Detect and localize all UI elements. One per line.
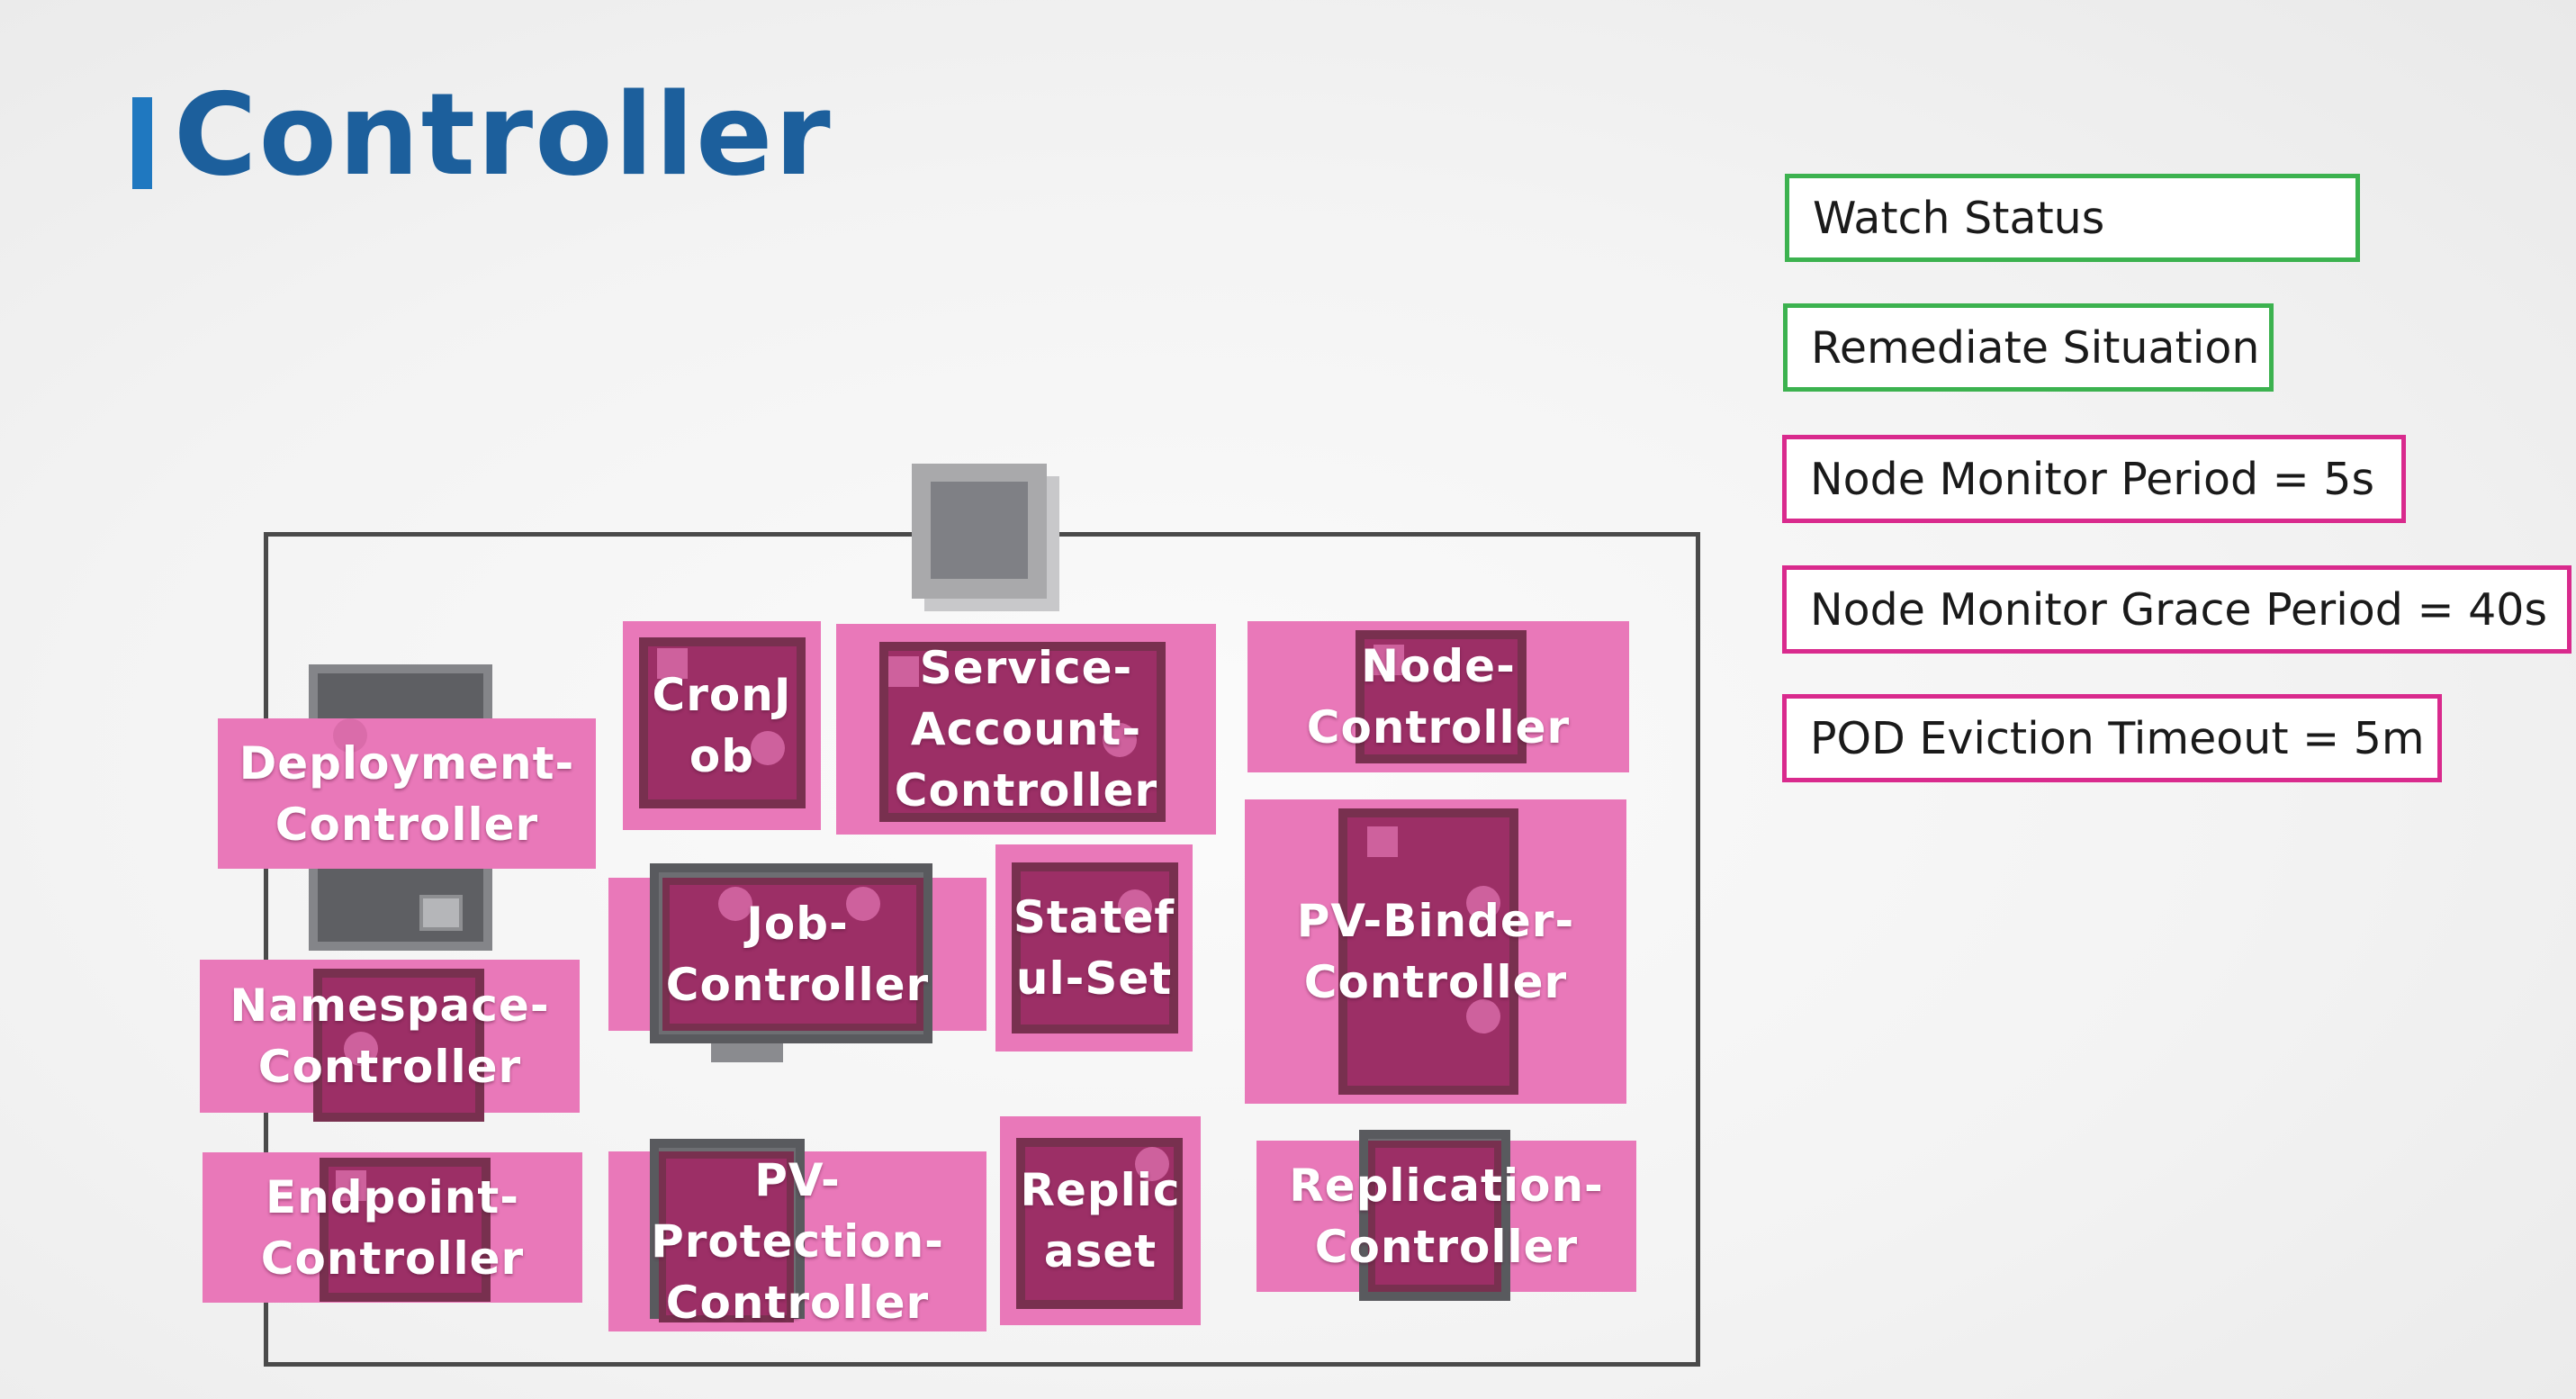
- replicaset-controller: Replic aset: [1000, 1116, 1201, 1325]
- cronjob-controller: CronJ ob: [623, 621, 821, 830]
- gear-hub-icon: [846, 887, 880, 921]
- controller-label: PV- Protection- Controller: [651, 1154, 944, 1329]
- namespace-controller: Namespace- Controller: [200, 960, 580, 1122]
- server-slot-icon: [419, 895, 463, 931]
- gear-icon: [1012, 862, 1178, 1033]
- gear-hub-icon: [751, 731, 785, 765]
- gear-icon: [313, 969, 484, 1122]
- controller-label: Node- Controller: [1306, 640, 1571, 754]
- gear-icon: [333, 718, 367, 753]
- node-monitor-grace-period-box: Node Monitor Grace Period = 40s: [1782, 565, 2571, 654]
- gear-hub-icon: [344, 1032, 378, 1066]
- watch-status-box: Watch Status: [1785, 174, 2360, 262]
- gear-hub-icon: [1118, 889, 1152, 924]
- controller-label: Statef ul-Set: [1013, 891, 1175, 1005]
- gear-hub-icon: [1103, 723, 1137, 757]
- gear-hub-icon: [718, 887, 752, 921]
- replication-controller: Replication- Controller: [1256, 1130, 1636, 1301]
- gear-hub-icon: [1135, 1147, 1169, 1181]
- gear-inner-icon: [1368, 1141, 1501, 1292]
- gear-tooth-icon: [1367, 826, 1398, 857]
- gear-inner-icon: [659, 1151, 794, 1322]
- frame-top-connector-inner: [931, 482, 1028, 579]
- controller-label: Replic aset: [1020, 1164, 1181, 1277]
- node-controller: Node- Controller: [1247, 621, 1629, 772]
- service-account-controller: Service- Account- Controller: [836, 624, 1216, 835]
- gear-tooth-icon: [888, 656, 919, 687]
- pod-eviction-timeout-box: POD Eviction Timeout = 5m: [1782, 694, 2442, 782]
- gear-tooth-icon: [1374, 645, 1404, 675]
- controller-label: CronJ ob: [652, 669, 792, 782]
- job-controller: Job- Controller: [608, 863, 986, 1043]
- controller-label: Deployment- Controller: [239, 736, 575, 851]
- gear-tooth-icon: [657, 648, 688, 679]
- deployment-controller: Deployment- Controller: [218, 718, 596, 869]
- pv-protection-controller: PV- Protection- Controller: [608, 1139, 986, 1331]
- node-monitor-period-box: Node Monitor Period = 5s: [1782, 435, 2406, 523]
- remediate-situation-box: Remediate Situation: [1783, 303, 2274, 392]
- statefulset-controller: Statef ul-Set: [995, 844, 1193, 1052]
- title-accent-bar: [132, 97, 152, 189]
- controller-label: Job- Controller: [665, 898, 930, 1011]
- page-title: Controller: [174, 68, 833, 201]
- gear-hub-icon: [1466, 886, 1500, 920]
- controller-label: Service- Account- Controller: [894, 642, 1158, 817]
- gear-tooth-icon: [336, 1170, 366, 1201]
- controller-label: Replication- Controller: [1289, 1160, 1604, 1273]
- pv-binder-controller: PV-Binder- Controller: [1245, 799, 1626, 1104]
- controller-label: Namespace- Controller: [230, 979, 550, 1093]
- endpoint-controller: Endpoint- Controller: [203, 1152, 582, 1303]
- controller-label: PV-Binder- Controller: [1296, 895, 1575, 1008]
- controller-background: [218, 718, 596, 869]
- gear-hub-icon: [1466, 999, 1500, 1033]
- controller-label: Endpoint- Controller: [260, 1170, 525, 1285]
